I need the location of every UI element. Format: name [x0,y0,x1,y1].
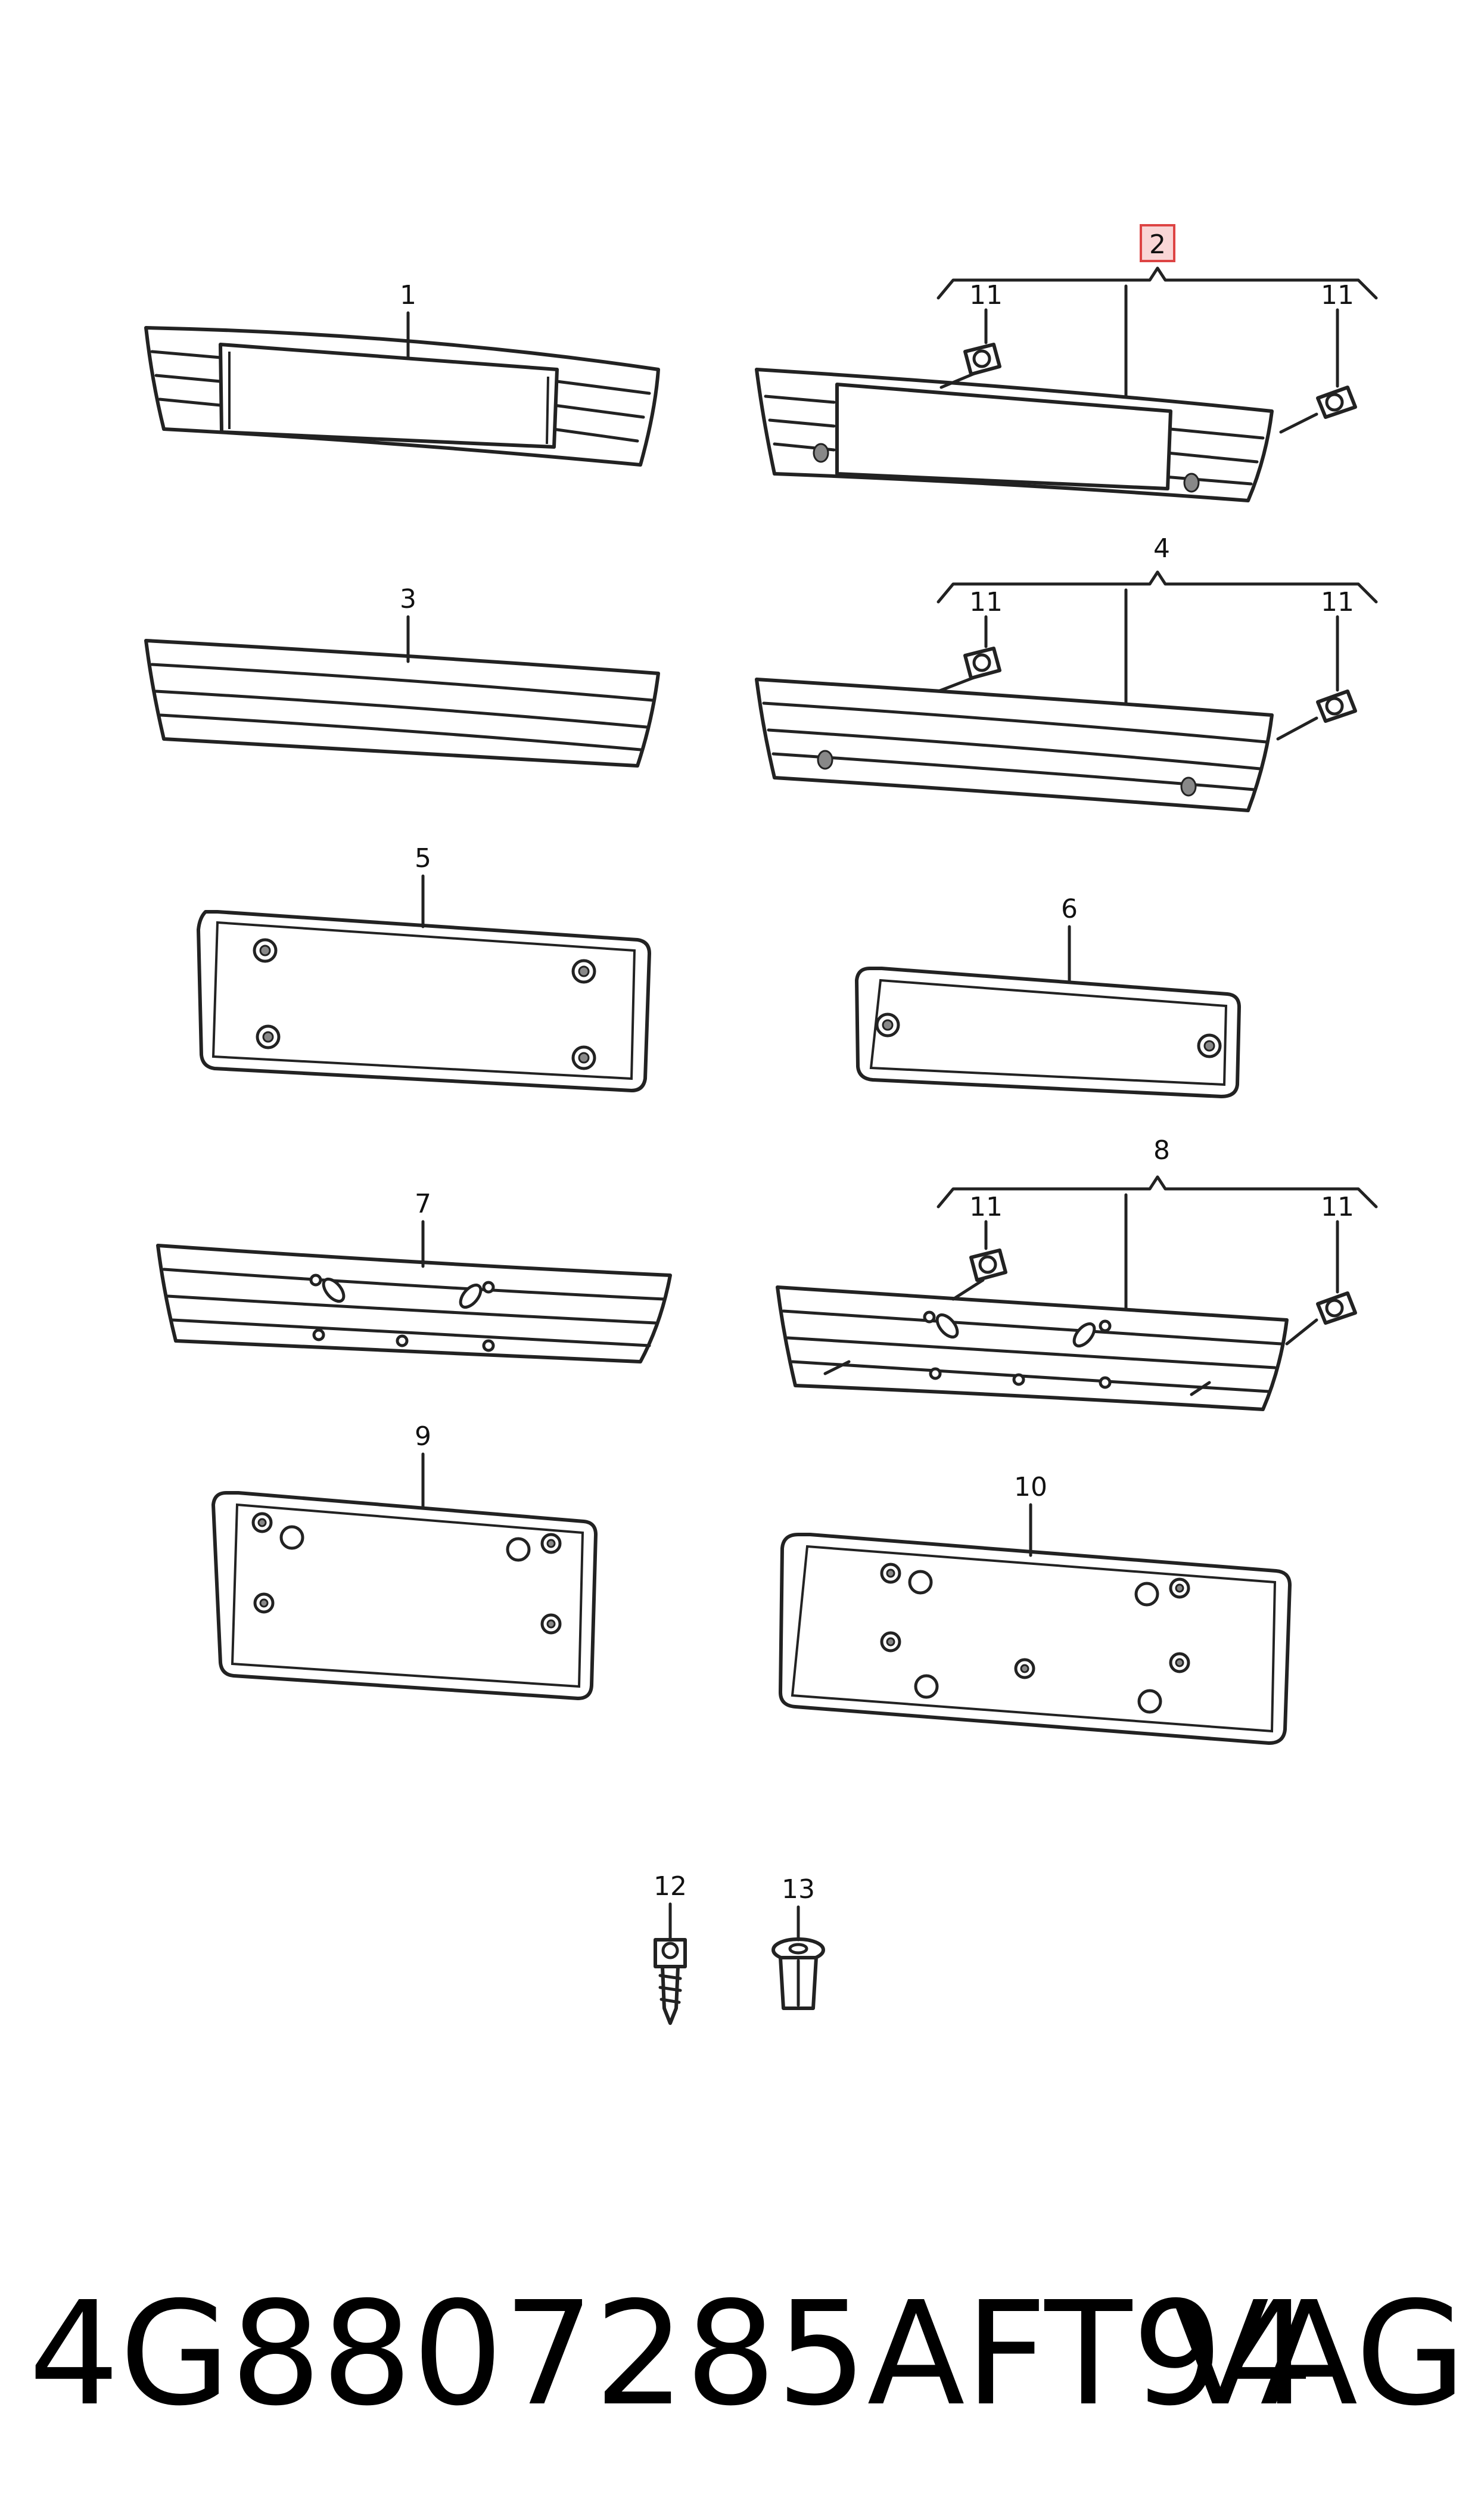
part-number: 4G8807285AFT94 [29,2270,1314,2437]
callout-1: 1 [400,280,416,310]
part-13-grommet[interactable] [771,1937,825,2010]
leader-11-4a [937,675,979,693]
callout-11-2b: 11 [1321,280,1354,310]
callout-11-8a: 11 [969,1192,1003,1222]
part-12-screw[interactable] [654,1938,687,2025]
part-5-plate-holder[interactable] [197,910,651,1092]
callout-11-2a: 11 [969,280,1003,310]
assembly-bracket-2 [937,266,1378,300]
clip-11-right-b[interactable] [1316,689,1357,723]
part-8-grille-with-studs-assembly[interactable] [776,1285,1289,1411]
clip-11-right-a[interactable] [1316,386,1357,419]
callout-9: 9 [415,1421,431,1452]
leader-11-2a [939,371,979,389]
callout-2[interactable]: 2 [1149,229,1166,260]
footer: 4G8807285AFT94 VAG [0,2265,1484,2443]
leader-11-8b [1285,1318,1318,1346]
callout-4: 4 [1153,533,1170,564]
callout-11-4a: 11 [969,587,1003,617]
part-10-large-plate-base[interactable] [779,1533,1292,1745]
callout-3: 3 [400,584,416,614]
leader-11-2b [1279,412,1318,434]
leader-11-4b [1276,716,1318,741]
callout-7: 7 [415,1189,431,1219]
leader-11-8a [951,1278,985,1301]
part-7-grille-with-studs[interactable] [156,1244,672,1363]
assembly-bracket-8 [937,1175,1378,1209]
part-4-grille-slats-assembly[interactable] [755,678,1274,812]
part-6-small-plate-holder[interactable] [855,967,1241,1098]
part-2-grille-assembly[interactable] [755,368,1274,502]
callout-13: 13 [782,1874,815,1905]
clip-11-right-c[interactable] [1316,1291,1357,1325]
callout-11-4b: 11 [1321,587,1354,617]
brand-name: VAG [1171,2270,1466,2437]
clip-11-left-b[interactable] [963,647,1001,680]
callout-2-highlight [1140,224,1175,262]
part-9-plate-base[interactable] [211,1491,598,1700]
callout-10: 10 [1014,1472,1047,1502]
clip-11-left-a[interactable] [963,343,1001,376]
callout-11-8b: 11 [1321,1192,1354,1222]
part-3-grille-slats[interactable] [144,639,660,768]
callout-6: 6 [1061,894,1078,924]
assembly-bracket-4 [937,570,1378,604]
clip-11-left-c[interactable] [969,1248,1007,1282]
callout-12: 12 [654,1871,687,1902]
callout-8: 8 [1153,1135,1170,1166]
callout-5: 5 [415,843,431,874]
part-1-grille-with-plate-area[interactable] [144,326,660,467]
